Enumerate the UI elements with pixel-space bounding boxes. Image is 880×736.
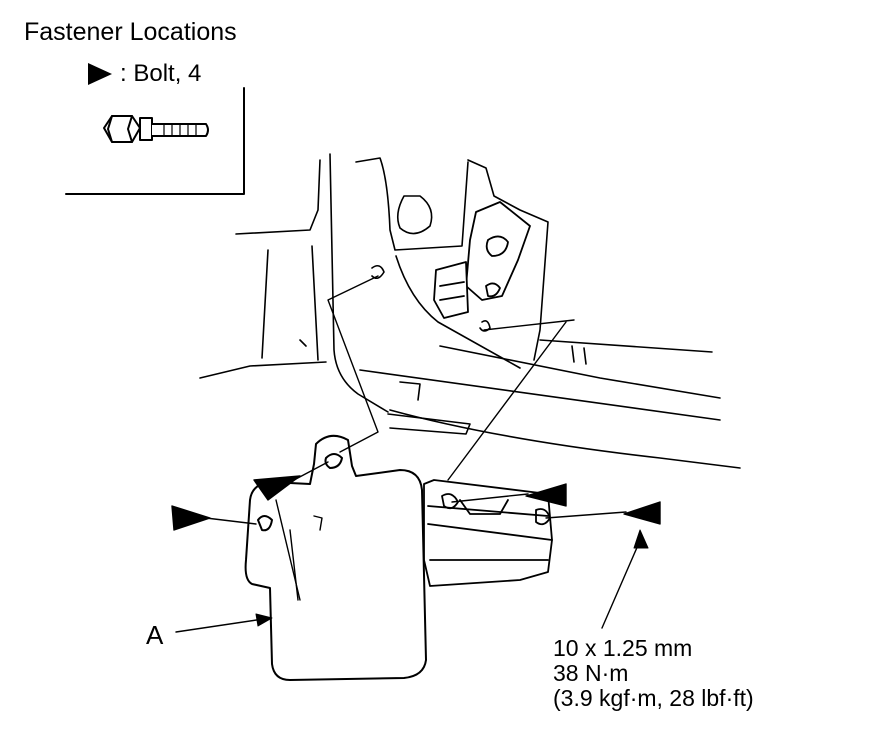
bolt-marker-3 [451, 483, 567, 507]
lower-bracket [423, 479, 553, 587]
torque-nm: 38 N·m [553, 660, 629, 686]
bolt-legend-text: : Bolt, 4 [120, 60, 202, 87]
bolt-marker-2 [253, 461, 329, 501]
spec-arrowhead [633, 529, 649, 549]
vehicle-body-frame [199, 153, 741, 469]
part-a-label: A [146, 620, 164, 650]
legend-box-border [65, 87, 245, 195]
fastener-locations-title: Fastener Locations [24, 18, 237, 46]
part-a-plate [244, 434, 427, 681]
bolt-icon [103, 115, 209, 143]
triangle-marker-icon [88, 63, 112, 85]
torque-spec: 10 x 1.25 mm 38 N·m (3.9 kgf·m, 28 lbf·f… [553, 636, 754, 711]
leader-lines [175, 275, 643, 633]
thread-size: 10 x 1.25 mm [553, 635, 693, 661]
upper-bracket [433, 201, 531, 319]
part-a-arrowhead [255, 613, 273, 627]
torque-alt-units: (3.9 kgf·m, 28 lbf·ft) [553, 685, 754, 711]
bolt-marker-1 [171, 505, 257, 531]
bolt-legend: : Bolt, 4 [86, 60, 201, 88]
bolt-marker-4 [545, 501, 661, 525]
